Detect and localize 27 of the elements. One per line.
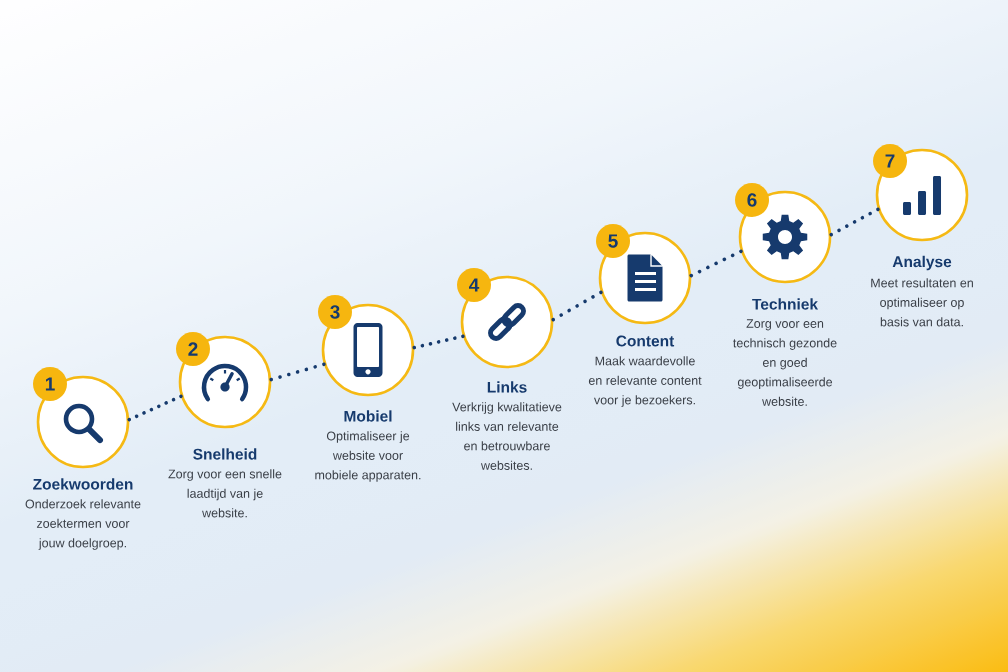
- number-badge: 2: [176, 332, 210, 366]
- step-title: Content: [616, 335, 675, 347]
- step-title: Snelheid: [193, 448, 257, 460]
- number-badge: 1: [33, 367, 67, 401]
- dotted-line: [689, 249, 743, 278]
- step-title: Mobiel: [344, 410, 392, 422]
- step-title: Zoekwoorden: [33, 478, 133, 490]
- dotted-line: [551, 290, 603, 322]
- step-description: Zorg voor een snelle laadtijd van je website.: [168, 469, 282, 518]
- step-description: Optimaliseer je website voor mobiele apparaten.: [315, 431, 421, 482]
- step-title: Links: [487, 381, 527, 393]
- step-title: Techniek: [752, 298, 819, 310]
- step-title: Analyse: [892, 255, 952, 271]
- step-description: Onderzoek relevante zoektermen voor jouw doelgroep.: [25, 499, 141, 550]
- number-badge: 4: [457, 268, 491, 302]
- dotted-line: [412, 334, 465, 350]
- dotted-line: [269, 362, 326, 382]
- dotted-line: [127, 394, 183, 422]
- number-badge: 5: [596, 224, 630, 258]
- number-badge: 3: [318, 295, 352, 329]
- step-description: Maak waardevolle en relevante content voor je bezoekers.: [588, 356, 702, 407]
- dotted-line: [829, 207, 880, 237]
- step-description: Verkrijg kwalitatieve links van relevante en betrouwbare websites.: [452, 402, 562, 470]
- step-description: Zorg voor een technisch gezonde en goed geoptimaliseerde website.: [733, 319, 837, 406]
- number-badge: 7: [873, 144, 907, 178]
- step-description: Meet resultaten en optimaliseer op basis van data.: [871, 278, 973, 327]
- number-badge: 6: [735, 183, 769, 217]
